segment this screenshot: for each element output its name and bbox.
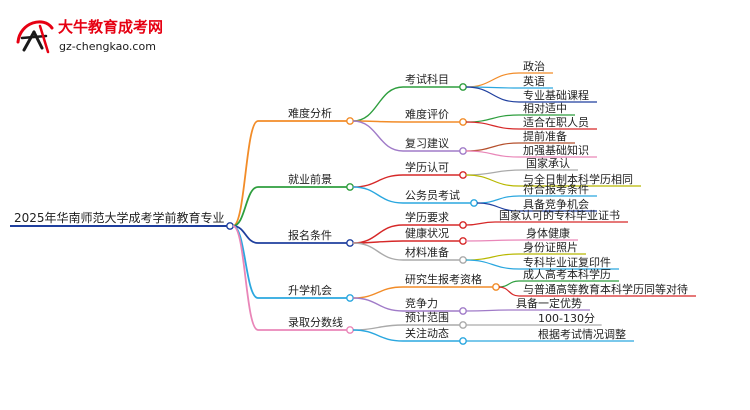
leaf-label: 具备竞争机会 [523, 197, 589, 211]
leaf-connector [465, 259, 520, 270]
leaf-label: 与普通高等教育本科学历同等对待 [523, 282, 688, 296]
branch-label: 报名条件 [288, 228, 332, 242]
leaf-connector [465, 309, 513, 312]
child-label: 健康状况 [405, 226, 449, 240]
root-node-label: 2025年华南师范大学成考学前教育专业 [14, 210, 225, 225]
leaf-connector [465, 121, 520, 130]
branch-label: 录取分数线 [288, 315, 343, 329]
leaf-label: 根据考试情况调整 [538, 327, 626, 341]
leaf-connector [498, 286, 520, 297]
leaf-label: 身份证照片 [523, 240, 578, 254]
child-label: 材料准备 [405, 245, 449, 259]
branch-label: 升学机会 [288, 283, 332, 297]
leaf-connector [465, 169, 523, 176]
child-connector [352, 324, 404, 331]
root-node-knot[interactable] [226, 222, 234, 230]
leaf-connector [465, 150, 520, 158]
branch-knot[interactable] [346, 183, 354, 191]
leaf-label: 具备一定优势 [516, 296, 582, 310]
leaf-label: 国家承认 [526, 156, 570, 170]
site-logo[interactable]: 大牛教育成考网 gz-chengkao.com [14, 12, 214, 58]
child-knot[interactable] [459, 83, 467, 91]
child-label: 考试科目 [405, 72, 449, 86]
leaf-connector [465, 221, 496, 226]
child-label: 研究生报考资格 [405, 272, 482, 286]
branch-connector [232, 120, 259, 227]
child-knot[interactable] [459, 337, 467, 345]
child-label: 竞争力 [405, 296, 438, 310]
child-knot[interactable] [459, 118, 467, 126]
child-connector [352, 224, 404, 244]
child-connector [352, 174, 404, 188]
child-knot[interactable] [459, 321, 467, 329]
niu-logo-icon [16, 20, 54, 54]
leaf-connector [465, 253, 520, 261]
child-label: 关注动态 [405, 326, 449, 340]
leaf-label: 专科毕业证复印件 [523, 255, 611, 269]
child-label: 复习建议 [405, 136, 449, 150]
branch-knot[interactable] [346, 117, 354, 125]
child-label: 学历认可 [405, 160, 449, 174]
child-knot[interactable] [459, 171, 467, 179]
leaf-connector [465, 174, 520, 187]
child-knot[interactable] [459, 307, 467, 315]
child-connector [352, 86, 404, 122]
leaf-label: 提前准备 [523, 129, 567, 143]
leaf-connector [465, 142, 520, 152]
branch-knot[interactable] [346, 239, 354, 247]
leaf-label: 英语 [523, 74, 545, 88]
leaf-label: 符合报考条件 [523, 182, 589, 196]
child-connector [352, 120, 404, 152]
child-connector [352, 329, 404, 342]
child-connector [352, 242, 404, 261]
leaf-label: 国家认可的专科毕业证书 [499, 208, 620, 222]
child-label: 难度评价 [405, 107, 449, 121]
child-label: 预计范围 [405, 310, 449, 324]
leaf-label: 加强基础知识 [523, 143, 589, 157]
leaf-label: 政治 [523, 59, 545, 73]
leaf-label: 成人高考本科学历 [523, 267, 611, 281]
branch-connector [232, 225, 259, 299]
logo-title: 大牛教育成考网 [58, 18, 164, 36]
child-knot[interactable] [492, 283, 500, 291]
logo-url: gz-chengkao.com [59, 40, 156, 53]
branch-knot[interactable] [346, 326, 354, 334]
child-knot[interactable] [459, 221, 467, 229]
leaf-connector [476, 195, 520, 204]
branch-label: 就业前景 [288, 172, 332, 186]
child-knot[interactable] [459, 237, 467, 245]
child-label: 学历要求 [405, 210, 449, 224]
leaf-label: 100-130分 [538, 312, 595, 325]
branch-connector [232, 225, 259, 331]
child-connector [352, 297, 404, 312]
child-connector [352, 286, 404, 299]
leaf-label: 适合在职人员 [523, 115, 589, 129]
child-label: 公务员考试 [405, 189, 460, 202]
child-connector [352, 186, 404, 204]
leaf-label: 身体健康 [526, 226, 570, 240]
leaf-connector [465, 239, 523, 242]
branch-knot[interactable] [346, 294, 354, 302]
leaf-label: 与全日制本科学历相同 [523, 172, 633, 186]
leaf-connector [465, 114, 520, 123]
leaf-label: 相对适中 [523, 101, 567, 115]
leaf-connector [465, 86, 520, 103]
leaf-connector [476, 202, 520, 212]
branch-connector [232, 186, 259, 227]
branch-label: 难度分析 [288, 106, 332, 120]
leaf-connector [465, 72, 520, 88]
child-knot[interactable] [459, 147, 467, 155]
child-knot[interactable] [459, 256, 467, 264]
leaf-connector [498, 280, 520, 288]
child-knot[interactable] [470, 199, 478, 207]
leaf-label: 专业基础课程 [523, 88, 589, 102]
